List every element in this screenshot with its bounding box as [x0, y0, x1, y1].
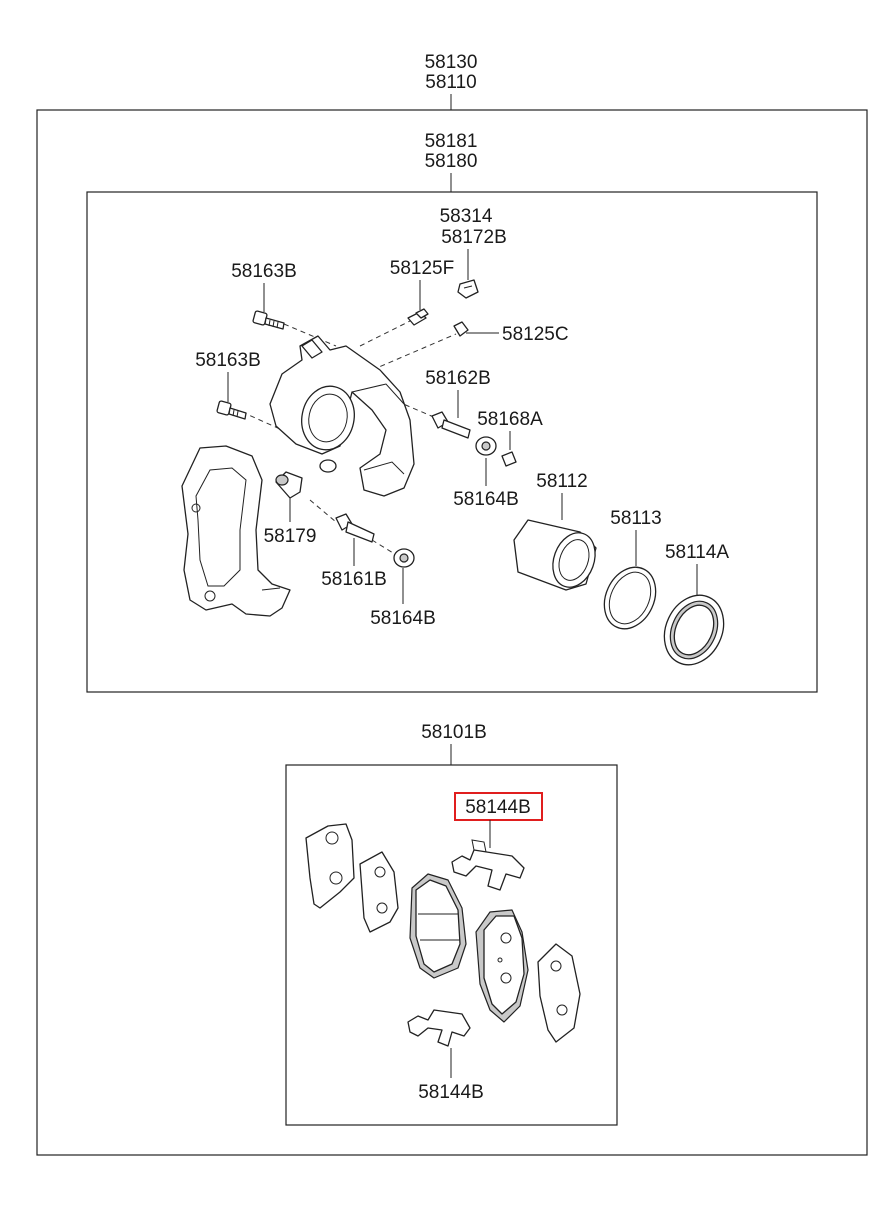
label-58110[interactable]: 58110: [425, 72, 476, 93]
shim-inner-left[interactable]: [359, 851, 399, 933]
bolt-58163B-top[interactable]: [252, 310, 285, 330]
boot-58179[interactable]: [275, 471, 303, 499]
shim-outer-right[interactable]: [537, 943, 581, 1043]
plug-58168A[interactable]: [501, 451, 517, 467]
washer-58125C[interactable]: [453, 321, 469, 337]
brake-pad-inner[interactable]: [475, 909, 529, 1023]
label-58162B[interactable]: 58162B: [425, 368, 491, 389]
assembly-frame: [36, 109, 868, 1156]
guide-pin-58162B[interactable]: [431, 411, 471, 439]
bushing-58164B-bottom[interactable]: [393, 548, 415, 568]
shim-outer-left[interactable]: [305, 823, 355, 909]
label-58181[interactable]: 58181: [425, 131, 478, 152]
label-58113[interactable]: 58113: [610, 508, 661, 529]
caliper-frame: [86, 191, 818, 693]
label-58164B-bot[interactable]: 58164B: [370, 608, 436, 629]
label-58163B-top[interactable]: 58163B: [231, 261, 297, 282]
label-58179[interactable]: 58179: [264, 526, 317, 547]
seal-58113[interactable]: [595, 559, 666, 637]
label-58125C[interactable]: 58125C: [502, 324, 569, 345]
label-58164B-top[interactable]: 58164B: [453, 489, 519, 510]
boot-58114A[interactable]: [653, 586, 734, 675]
piston-58112[interactable]: [513, 519, 602, 593]
label-58112[interactable]: 58112: [536, 471, 587, 492]
bolt-58163B-mid[interactable]: [216, 400, 247, 420]
label-58180[interactable]: 58180: [425, 151, 478, 172]
anti-rattle-clip-top[interactable]: [451, 839, 525, 891]
guide-pin-58161B[interactable]: [335, 513, 375, 543]
label-58314[interactable]: 58314: [440, 206, 493, 227]
label-58144B-lower[interactable]: 58144B: [418, 1082, 484, 1103]
bushing-58164B-top[interactable]: [475, 436, 497, 456]
label-58101B[interactable]: 58101B: [421, 722, 487, 743]
label-58114A[interactable]: 58114A: [665, 542, 729, 563]
label-58161B[interactable]: 58161B: [321, 569, 387, 590]
label-58163B-mid[interactable]: 58163B: [195, 350, 261, 371]
anti-rattle-clip-bottom[interactable]: [407, 1009, 471, 1047]
caliper-bracket[interactable]: [181, 445, 291, 617]
highlight-box-58144B: [454, 792, 543, 821]
label-58125F[interactable]: 58125F: [390, 258, 454, 279]
label-58168A[interactable]: 58168A: [477, 409, 543, 430]
bleeder-58125F[interactable]: [407, 308, 429, 326]
label-58130[interactable]: 58130: [425, 52, 478, 73]
label-58144B-highlighted[interactable]: 58144B: [465, 797, 531, 818]
cap-58314[interactable]: [457, 279, 479, 299]
label-58172B[interactable]: 58172B: [441, 227, 507, 248]
brake-pad-outer[interactable]: [409, 873, 467, 979]
caliper-housing[interactable]: [269, 335, 415, 497]
